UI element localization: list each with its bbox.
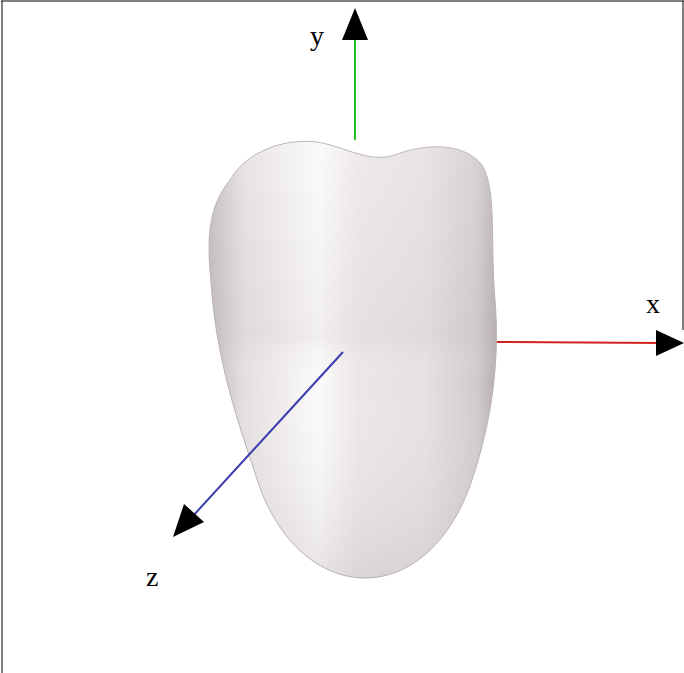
frame-line <box>2 1 3 673</box>
x-axis <box>490 342 662 343</box>
tooth-body <box>209 141 496 578</box>
frame-line <box>1 1 684 2</box>
y-axis <box>354 30 356 140</box>
axis-arrowhead <box>173 504 204 537</box>
axis-label: z <box>146 563 158 591</box>
axis-arrowhead <box>342 8 368 40</box>
z-axis <box>192 352 343 517</box>
axis-label: x <box>646 290 660 318</box>
frame-line <box>683 1 684 330</box>
axis-arrowhead <box>656 330 684 356</box>
tooth-shading <box>209 141 496 578</box>
axis-label: y <box>310 22 324 50</box>
